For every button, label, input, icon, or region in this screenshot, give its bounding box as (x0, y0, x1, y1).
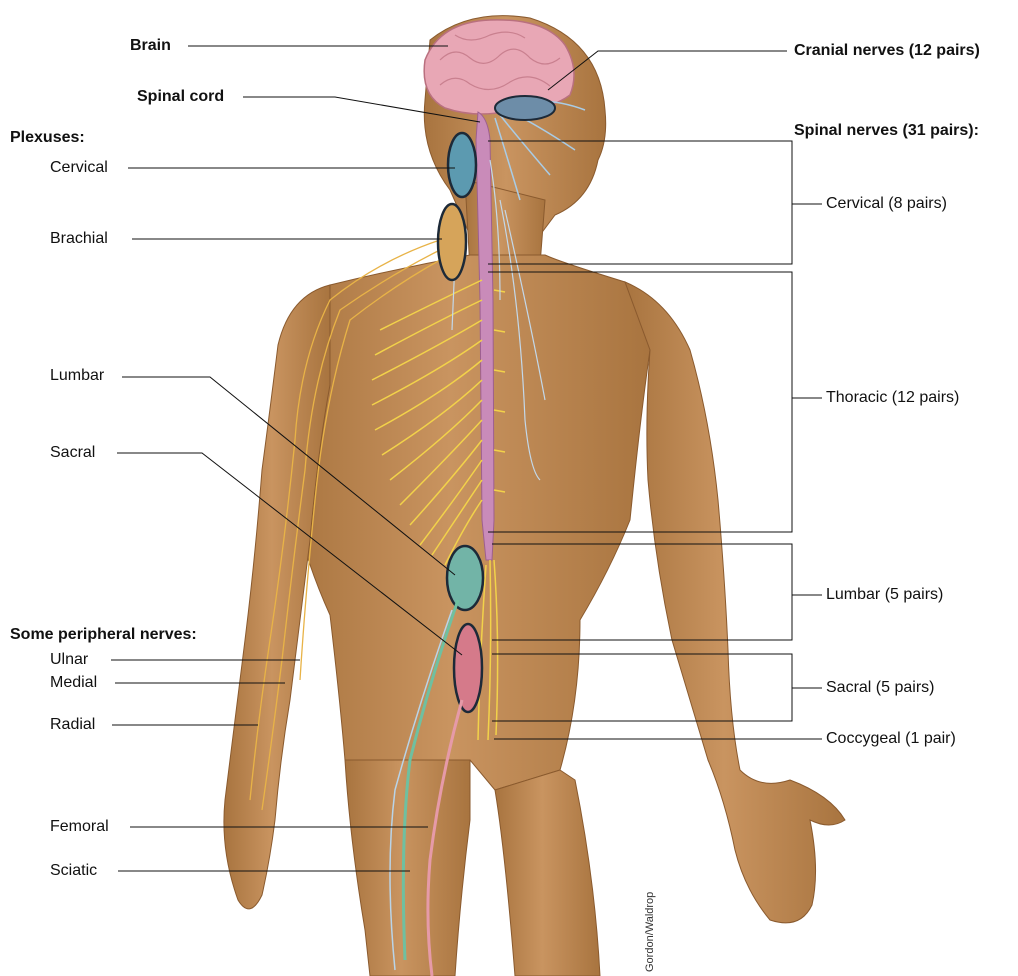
label-plexuses-heading: Plexuses: (10, 129, 85, 147)
label-plexus-lumbar: Lumbar (50, 367, 104, 385)
brain (424, 20, 574, 114)
label-spinal-lumbar: Lumbar (5 pairs) (826, 586, 943, 604)
label-brain: Brain (130, 37, 171, 55)
label-nerve-sciatic: Sciatic (50, 862, 97, 880)
label-nerve-medial: Medial (50, 674, 97, 692)
label-spinal-thoracic: Thoracic (12 pairs) (826, 389, 959, 407)
label-spinal-coccygeal: Coccygeal (1 pair) (826, 730, 956, 748)
label-nerve-ulnar: Ulnar (50, 651, 88, 669)
label-plexus-brachial: Brachial (50, 230, 108, 248)
label-spinal-cord: Spinal cord (137, 88, 224, 106)
body-silhouette (224, 16, 845, 976)
cervical-plexus (448, 133, 476, 197)
label-spinal-cervical: Cervical (8 pairs) (826, 195, 947, 213)
label-cranial-nerves: Cranial nerves (12 pairs) (794, 42, 980, 60)
right-leg (495, 770, 600, 976)
label-spinal-nerves-heading: Spinal nerves (31 pairs): (794, 122, 979, 140)
brachial-plexus (438, 204, 466, 280)
lumbar-plexus (447, 546, 483, 610)
left-arm (224, 285, 330, 909)
label-spinal-sacral: Sacral (5 pairs) (826, 679, 934, 697)
cranial-nerve-cluster (495, 96, 555, 120)
sacral-plexus (454, 624, 482, 712)
label-nerve-radial: Radial (50, 716, 95, 734)
illustration-credit: Gordon/Waldrop (644, 892, 656, 972)
label-nerve-femoral: Femoral (50, 818, 109, 836)
label-plexus-sacral: Sacral (50, 444, 95, 462)
label-peripheral-heading: Some peripheral nerves: (10, 626, 197, 644)
label-plexus-cervical: Cervical (50, 159, 108, 177)
right-arm (625, 282, 845, 923)
